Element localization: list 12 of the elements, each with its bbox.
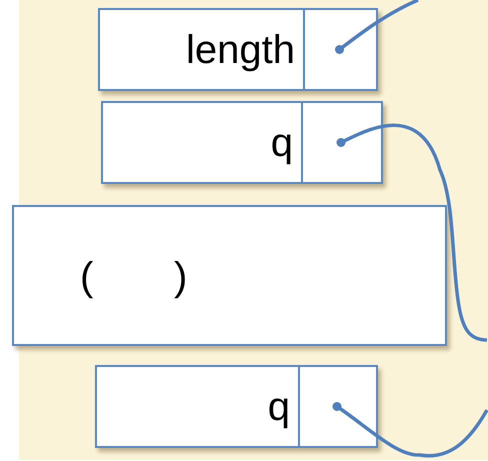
record-box [95, 365, 378, 448]
record-box [98, 8, 378, 91]
pointer-cell [303, 10, 376, 89]
field-label: q [270, 123, 293, 163]
pointer-cell [301, 103, 381, 182]
record-box [101, 101, 383, 184]
field-label: ) [174, 257, 188, 297]
pointer-cell [298, 367, 376, 446]
field-label: ( [80, 257, 94, 297]
field-label: q [268, 387, 290, 427]
field-label: length [186, 30, 295, 70]
record-box [12, 205, 447, 346]
